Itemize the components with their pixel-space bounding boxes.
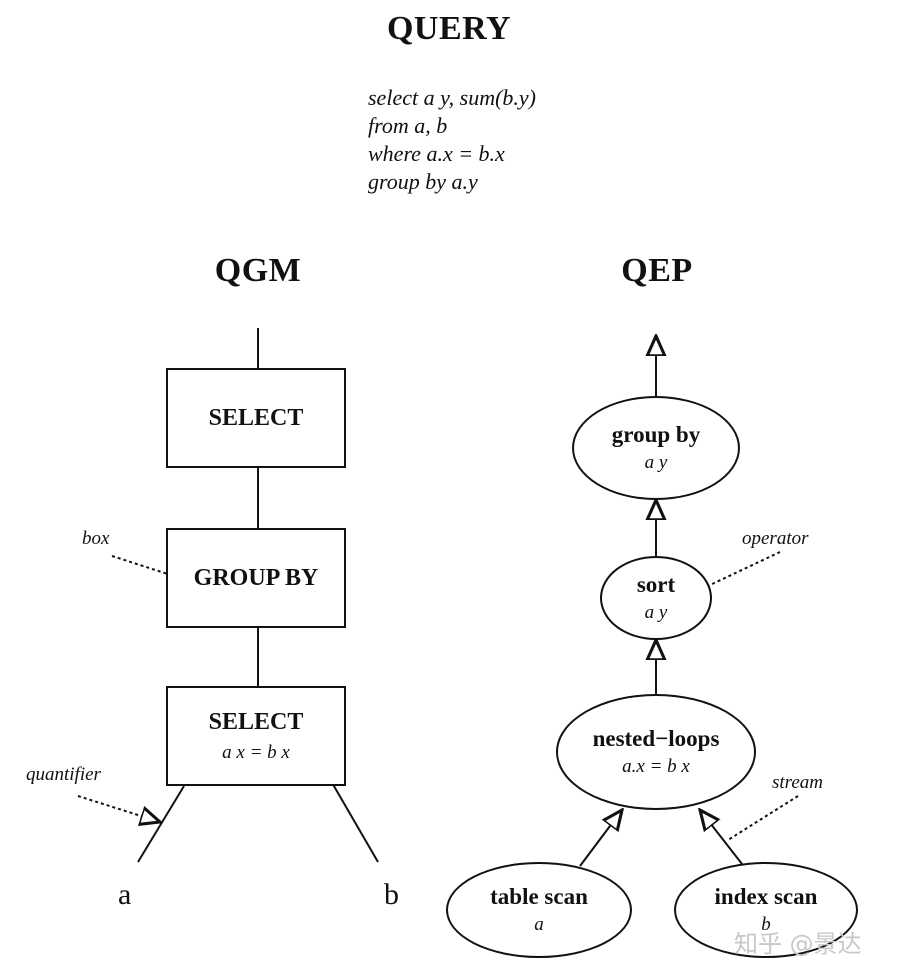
qep-node-sub: a y [644, 602, 668, 623]
quantifier-annotation: quantifier [26, 764, 101, 785]
qgm-box-label: GROUP BY [193, 564, 319, 591]
qgm-box-label: SELECT [208, 708, 304, 735]
operator-pointer [707, 551, 781, 587]
qep-node-label: group by [611, 422, 701, 447]
qep-node-nested-loops: nested−loops a.x = b x [556, 694, 756, 810]
qep-stream-tablescan-nl [579, 810, 622, 867]
stream-annotation: stream [772, 772, 824, 793]
query-line-select: select a y, sum(b.y) [368, 85, 536, 110]
qgm-leaf-a: a [118, 878, 132, 911]
qep-node-label: table scan [490, 884, 588, 909]
qep-title: QEP [621, 252, 693, 289]
qep-node-sub: a [534, 914, 544, 935]
query-line-where: where a.x = b.x [368, 141, 505, 166]
operator-annotation: operator [742, 528, 809, 549]
qgm-box-select-bottom: SELECT a x = b x [166, 686, 346, 786]
query-line-groupby: group by a.y [368, 169, 478, 194]
query-line-from: from a, b [368, 113, 448, 138]
qep-node-index-scan: index scan b [674, 862, 858, 958]
query-text: select a y, sum(b.y) from a, b where a.x… [368, 84, 536, 196]
qep-node-table-scan: table scan a [446, 862, 632, 958]
qgm-title: QGM [214, 252, 302, 289]
qep-node-label: index scan [714, 884, 818, 909]
qep-node-sub: a.x = b x [622, 756, 690, 777]
query-title: QUERY [386, 10, 512, 47]
quantifier-pointer [77, 795, 160, 822]
qgm-box-select-top: SELECT [166, 368, 346, 468]
qep-node-groupby: group by a y [572, 396, 740, 500]
box-pointer [111, 555, 175, 577]
qgm-box-predicate: a x = b x [222, 741, 290, 763]
box-annotation: box [82, 528, 110, 549]
qep-node-sub: b [761, 914, 771, 935]
qep-node-label: nested−loops [592, 726, 720, 751]
watermark: 知乎 @景达 [734, 930, 862, 958]
stream-pointer [727, 795, 799, 841]
qgm-leaf-b: b [384, 878, 399, 911]
qep-node-label: sort [636, 572, 676, 597]
qgm-box-label: SELECT [208, 404, 304, 431]
qgm-quantifier-a [137, 785, 185, 863]
qep-node-sub: a y [644, 452, 668, 473]
qep-node-sort: sort a y [600, 556, 712, 640]
qgm-box-groupby: GROUP BY [166, 528, 346, 628]
qep-stream-indexscan-nl [700, 810, 743, 865]
